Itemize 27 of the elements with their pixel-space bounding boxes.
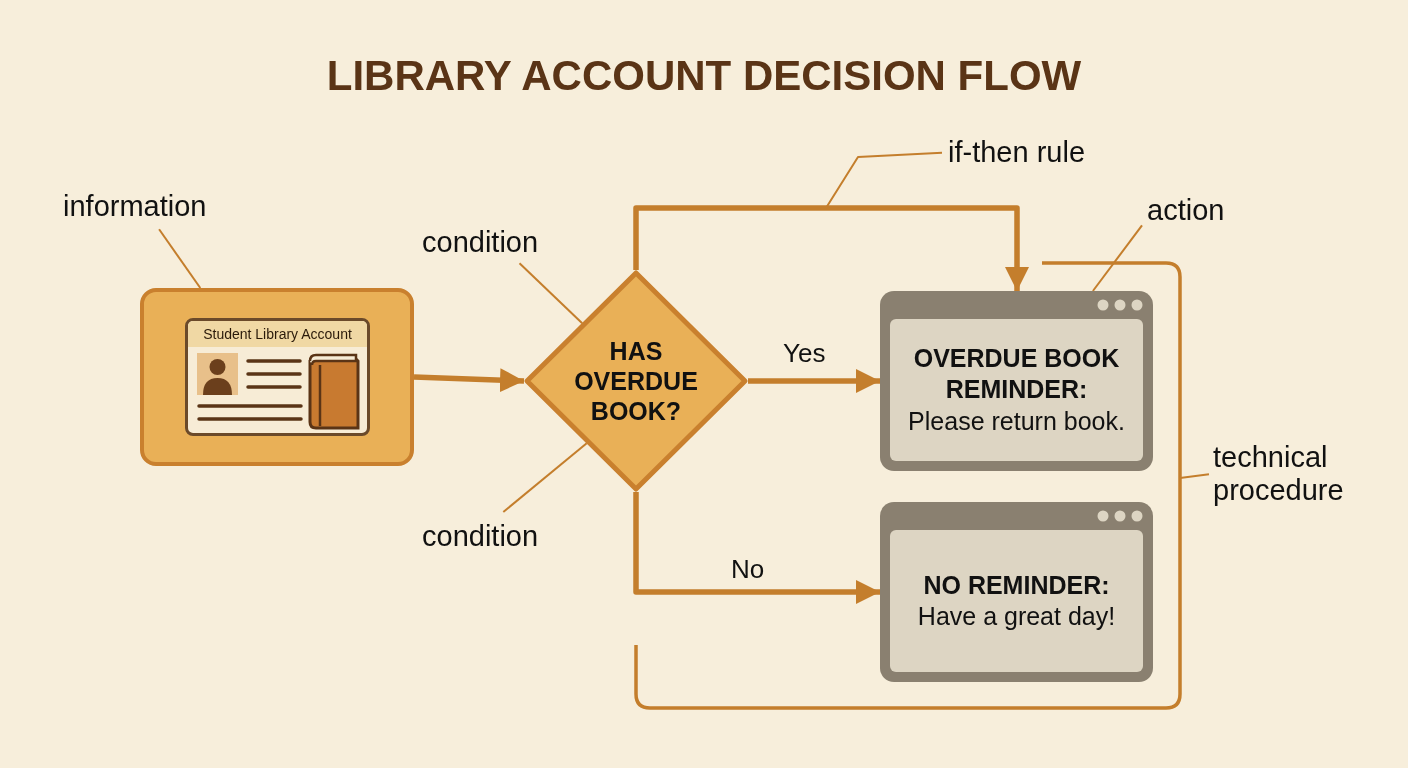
annotation-label: technical procedure bbox=[1213, 441, 1345, 508]
message-text: Have a great day! bbox=[916, 601, 1117, 632]
message-window bbox=[880, 502, 1153, 682]
message-heading: NO REMINDER: bbox=[922, 569, 1111, 601]
annotation-label: action bbox=[1147, 194, 1225, 228]
leader-line bbox=[502, 442, 588, 513]
diagram-title: LIBRARY ACCOUNT DECISION FLOW bbox=[326, 52, 1082, 100]
annotation-label: condition bbox=[422, 226, 539, 260]
card-heading: Student Library Account bbox=[202, 326, 353, 342]
leader-line bbox=[158, 228, 202, 289]
account-box bbox=[140, 288, 414, 466]
annotation-label: condition bbox=[422, 520, 539, 554]
message-text: Please return book. bbox=[907, 405, 1126, 437]
decision-text: HAS OVERDUE BOOK? bbox=[574, 336, 698, 426]
message-window bbox=[880, 291, 1153, 471]
id-card bbox=[185, 318, 370, 436]
arrow bbox=[633, 205, 1029, 291]
message-heading: OVERDUE BOOK REMINDER: bbox=[912, 343, 1121, 406]
arrow bbox=[413, 368, 525, 393]
annotation-label: if-then rule bbox=[948, 136, 1085, 170]
leader-line bbox=[518, 262, 584, 325]
annotation-label: information bbox=[63, 190, 207, 224]
leader-line bbox=[825, 151, 943, 209]
arrow bbox=[748, 369, 880, 393]
arrow bbox=[633, 492, 880, 604]
leader-line bbox=[1179, 473, 1210, 479]
leader-line bbox=[1091, 224, 1143, 292]
